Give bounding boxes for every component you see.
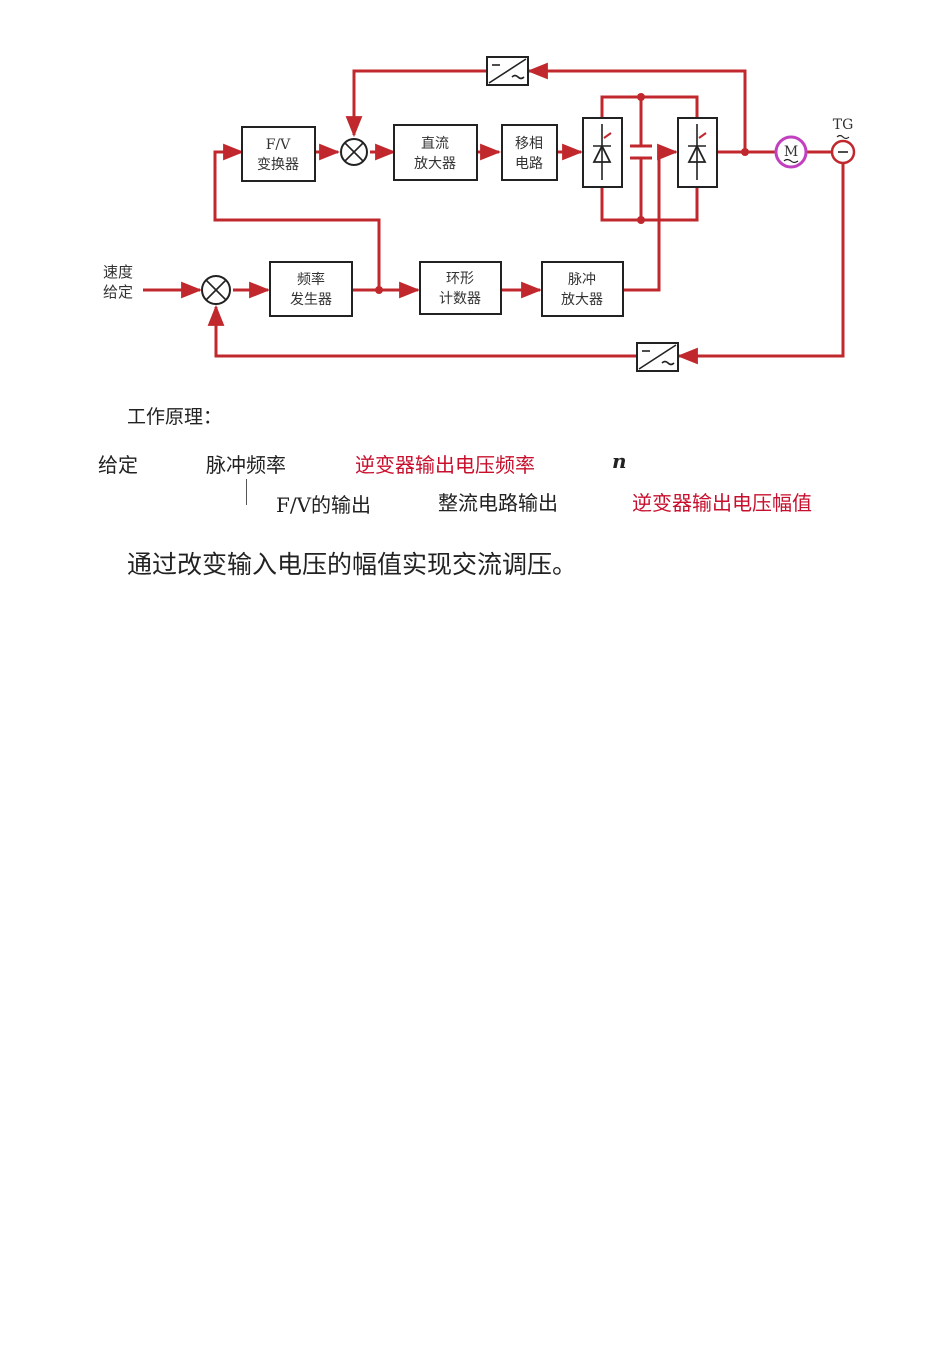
wire-branch-to-fv: [213, 143, 381, 290]
svg-text:移相: 移相: [515, 136, 543, 152]
svg-text:直流: 直流: [421, 135, 449, 152]
tachogenerator-icon: TG: [830, 117, 856, 165]
svg-text:放大器: 放大器: [561, 292, 603, 308]
motor-icon: M: [774, 135, 808, 169]
chain-given: 给定: [98, 453, 138, 477]
chain-divider: [246, 479, 247, 505]
svg-text:计数器: 计数器: [439, 291, 481, 307]
voltage-feedback-converter-icon: [486, 56, 529, 86]
wire-voltage-feedback: [526, 62, 747, 152]
speed-input-label: 速度 给定: [103, 263, 133, 301]
fv-converter-block: F/V 变换器: [241, 126, 316, 182]
upper-summing-junction-icon: [340, 138, 368, 166]
svg-text:M: M: [784, 144, 798, 160]
chain-inverter-amplitude: 逆变器输出电压幅值: [632, 491, 812, 515]
freq-generator-block: 频率 发生器: [269, 261, 353, 317]
conclusion-text: 通过改变输入电压的幅值实现交流调压。: [127, 550, 578, 579]
inverter-thyristor-icon: [677, 117, 718, 188]
lower-summing-junction-icon: [201, 275, 231, 305]
chain-pulse-frequency: 脉冲频率: [206, 453, 286, 477]
svg-text:TG: TG: [833, 117, 854, 133]
svg-text:脉冲: 脉冲: [568, 272, 596, 288]
svg-text:变换器: 变换器: [257, 156, 299, 173]
rectifier-thyristor-icon: [582, 117, 623, 188]
chain-fv-output: F/V的输出: [276, 493, 372, 517]
dc-amplifier-block: 直流 放大器: [393, 124, 478, 181]
ring-counter-block: 环形 计数器: [419, 261, 502, 315]
svg-text:发生器: 发生器: [290, 292, 332, 308]
chain-speed-n: n: [612, 449, 627, 473]
wire-speed-feedback: [676, 164, 845, 365]
svg-text:F/V: F/V: [266, 137, 291, 153]
wire-voltage-feedback-to-sum: [345, 69, 486, 138]
speed-feedback-converter-icon: [636, 342, 679, 372]
wire-speed-feedback-to-sum: [207, 304, 636, 358]
chain-inverter-frequency: 逆变器输出电压频率: [355, 453, 535, 477]
pulse-amplifier-block: 脉冲 放大器: [541, 261, 624, 317]
dc-link-bottom: [600, 187, 699, 222]
svg-text:频率: 频率: [297, 271, 325, 288]
phase-shift-block: 移相 电路: [501, 124, 558, 181]
principle-heading: 工作原理：: [127, 406, 223, 428]
dc-link-top: [600, 95, 699, 118]
svg-text:速度: 速度: [103, 263, 133, 281]
chain-rectifier-output: 整流电路输出: [438, 491, 558, 515]
speed-control-block-diagram: F/V 变换器 直流 放大器 移相 电路 频率 发生器 环形 计数器 脉冲 放大…: [103, 56, 856, 372]
svg-text:环形: 环形: [446, 271, 474, 287]
svg-text:电路: 电路: [515, 156, 543, 172]
svg-text:放大器: 放大器: [414, 156, 456, 172]
svg-text:给定: 给定: [103, 283, 133, 301]
